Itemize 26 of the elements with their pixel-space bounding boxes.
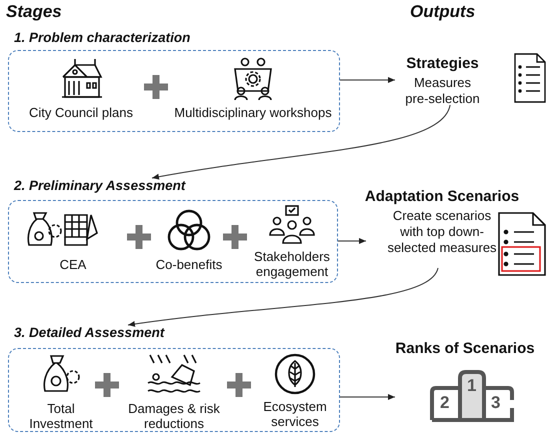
- output-description: Create scenarios with top down-selected measures: [386, 208, 498, 256]
- output-heading: Strategies: [406, 55, 479, 72]
- output-heading: Ranks of Scenarios: [395, 340, 535, 357]
- stage-heading: 1. Problem characterization: [14, 30, 190, 45]
- rank-number: 3: [491, 393, 500, 413]
- arrow: [338, 238, 366, 244]
- stage-heading: 3. Detailed Assessment: [14, 325, 164, 340]
- arrow: [340, 77, 396, 83]
- item-label: Multidisciplinary workshops: [174, 105, 332, 120]
- item-label: Ecosystem services: [262, 399, 328, 429]
- item-label: Total Investment: [28, 401, 94, 431]
- item-label: Damages & risk reductions: [127, 401, 221, 431]
- output-heading: Adaptation Scenarios: [364, 188, 520, 205]
- arrow: [152, 104, 451, 180]
- stage-heading: 2. Preliminary Assessment: [14, 178, 186, 193]
- item-label: CEA: [60, 257, 86, 272]
- rank-number: 2: [440, 393, 450, 413]
- item-label: Co-benefits: [156, 257, 222, 272]
- output-description: Measures pre-selection: [404, 75, 481, 107]
- rank-number: 1: [467, 376, 476, 396]
- arrow: [128, 268, 438, 328]
- column-heading: Stages: [6, 2, 62, 22]
- item-label: City Council plans: [28, 105, 134, 120]
- item-label: Stakeholders engagement: [253, 249, 331, 279]
- column-heading: Outputs: [410, 2, 476, 22]
- arrow: [340, 394, 396, 400]
